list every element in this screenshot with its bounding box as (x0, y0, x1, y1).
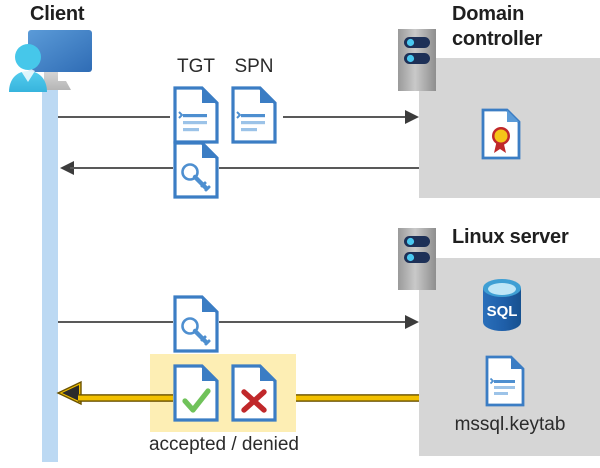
flow-ticket-line-right (219, 167, 419, 169)
auth-result-line-right (296, 389, 419, 402)
keytab-filename-label: mssql.keytab (454, 414, 566, 435)
key-document-icon-upper (173, 141, 219, 199)
client-title: Client (30, 3, 85, 25)
client-lifeline (42, 84, 58, 462)
domain-controller-rack-icon (398, 29, 436, 91)
tgt-document-icon (173, 86, 219, 144)
client-computer-user-icon (4, 24, 100, 96)
denied-document-icon (231, 364, 277, 422)
flow-present-line-left (58, 321, 173, 323)
keytab-document-icon (485, 355, 525, 407)
flow-present-arrowhead (405, 314, 421, 330)
tgt-label: TGT (177, 56, 215, 77)
key-document-icon-lower (173, 295, 219, 353)
flow-request-line-left (58, 116, 170, 118)
spn-label: SPN (234, 56, 274, 77)
flow-ticket-line-left (70, 167, 173, 169)
svg-text:SQL: SQL (487, 303, 518, 320)
spn-document-icon (231, 86, 277, 144)
accepted-denied-caption: accepted / denied (148, 434, 299, 455)
auth-result-line-left (78, 389, 173, 402)
linux-server-rack-icon (398, 228, 436, 290)
sql-database-icon: SQL (480, 278, 524, 332)
linux-server-title: Linux server (452, 226, 569, 248)
auth-result-arrowhead (56, 380, 82, 406)
flow-present-line-right (219, 321, 411, 323)
flow-request-line-right (283, 116, 411, 118)
accepted-document-icon (173, 364, 219, 422)
flow-ticket-arrowhead (58, 160, 74, 176)
certificate-document-icon (481, 108, 521, 160)
domain-controller-title: Domain controller (452, 3, 543, 50)
flow-request-arrowhead (405, 109, 421, 125)
